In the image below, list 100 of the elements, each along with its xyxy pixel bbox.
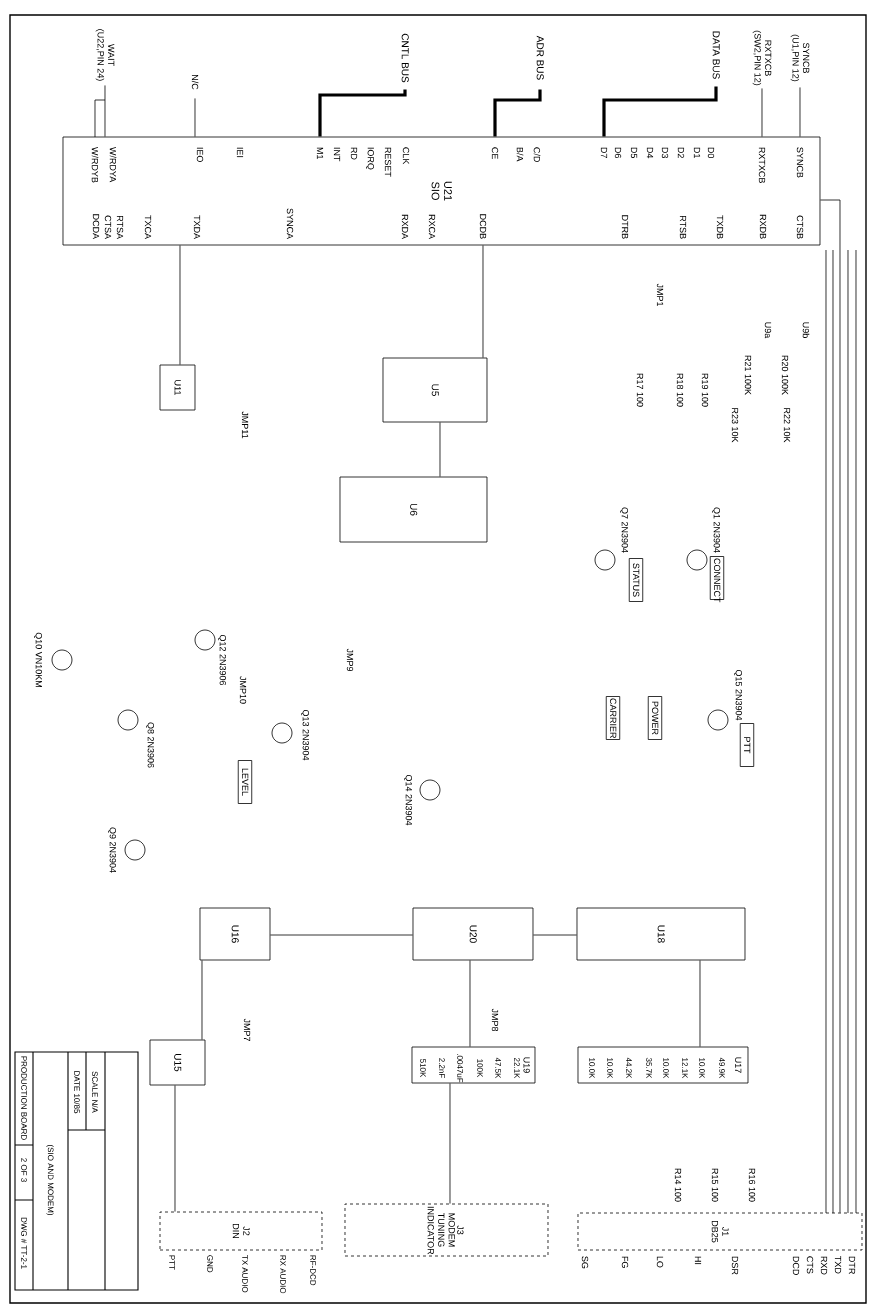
pin-label: RTSB — [679, 216, 687, 239]
resistor-label: R19 100 — [701, 373, 709, 407]
resistor-value: 10.0K — [663, 1058, 669, 1079]
resistor-label: R23 10K — [731, 408, 739, 443]
wire — [820, 199, 841, 1213]
resistor-network: U15 — [149, 1039, 206, 1086]
bus-line — [318, 89, 407, 137]
wire — [482, 245, 484, 358]
signal-label: WAIT (U22,PIN 24) — [95, 29, 115, 81]
wire — [799, 87, 801, 137]
component-value: .0047uF — [457, 1054, 463, 1083]
pin-label: RXDB — [759, 214, 767, 239]
pin-label: M1 — [316, 147, 324, 159]
resistor-label: R17 100 — [636, 373, 644, 407]
pin-label: D4 — [646, 147, 654, 159]
connector-block: J1 DB25 — [577, 1212, 863, 1251]
pin-label: D1 — [693, 147, 701, 158]
pin-label: D7 — [600, 147, 608, 158]
transistor-label: Q14 2N3904 — [404, 774, 412, 826]
bus-line — [602, 86, 718, 137]
resistor-value: 10.0K — [589, 1058, 595, 1079]
pin-label: TXCA — [144, 215, 152, 240]
title-block-text: (SIO AND MODEM) — [46, 1144, 54, 1216]
ic-package: U18 — [576, 907, 746, 961]
pin-label: RTSA — [116, 216, 124, 240]
title-block-text: DATE 10/85 — [74, 1071, 80, 1114]
pin-label: RD — [350, 147, 358, 160]
pin-label: DCDA — [92, 214, 100, 240]
pin-label: DCDB — [479, 214, 487, 239]
jumper-label: JMP8 — [491, 1008, 499, 1032]
resistor-label: R22 10K — [783, 408, 791, 443]
pin-label: SYNCA — [286, 208, 294, 240]
indicator-tag: CARRIER — [605, 696, 621, 740]
pin-label: SYNCB — [796, 147, 804, 178]
pin-label: IEO — [196, 147, 204, 162]
resistor-label: R16 100 — [748, 1168, 756, 1202]
component-value: 47.5K — [495, 1057, 501, 1079]
wire — [449, 1083, 451, 1204]
pin-label: C/D — [533, 147, 541, 162]
pin-label: D6 — [614, 147, 622, 158]
ic-package: U16 — [199, 907, 271, 961]
bus-label: DATA BUS — [712, 31, 720, 79]
pin-label: INT — [333, 147, 341, 162]
transistor-label: Q7 2N3904 — [620, 507, 628, 553]
transistor-label: Q13 2N3904 — [301, 709, 309, 761]
pin-label: D5 — [630, 147, 638, 159]
indicator-tag: POWER — [647, 696, 663, 740]
pin-label: DTRB — [621, 215, 629, 239]
jumper-label: JMP9 — [346, 648, 354, 672]
signal-label: N/C — [191, 75, 199, 90]
pin-label: CTSA — [104, 215, 112, 240]
transistor-label: Q10 VN10KM — [34, 632, 42, 687]
pin-label: TXDB — [716, 215, 724, 239]
jumper-label: JMP7 — [243, 1018, 251, 1042]
resistor-value: 10.0K — [607, 1058, 613, 1079]
signal-label: RXTXCB (SW2,PIN 12) — [752, 30, 772, 86]
pin-label: D3 — [661, 147, 669, 158]
wire — [174, 1085, 176, 1212]
resistor-value: 12.1K — [682, 1058, 688, 1079]
pin-label: D0 — [707, 147, 715, 159]
signal-label: SYNCB (U1,PIN 12) — [790, 34, 810, 82]
indicator-tag: STATUS — [628, 558, 644, 602]
ic-package: U20 — [412, 907, 534, 961]
wire — [194, 98, 196, 137]
pin-label: W/RDYA — [109, 146, 117, 183]
resistor-value: 44.2K — [626, 1057, 632, 1079]
pin-label: RXCA — [428, 214, 436, 240]
transistor-label: Q9 2N3904 — [108, 827, 116, 873]
resistor-value: 49.9K — [719, 1057, 725, 1079]
resistor-value: 10.0K — [699, 1058, 705, 1079]
pin-label: CLK — [402, 147, 410, 165]
indicator-tag: LEVEL — [237, 760, 253, 804]
pin-label: D2 — [677, 147, 685, 158]
connector-block: J2 DIN — [159, 1211, 323, 1251]
component-value: 100K — [477, 1059, 483, 1078]
wire — [761, 88, 763, 137]
gate-label: U9b — [802, 322, 810, 338]
title-block-text: DWG # TT-2-1 — [21, 1217, 27, 1269]
component-value: 2.2nF — [439, 1058, 445, 1078]
transistor-label: Q12 2N3906 — [218, 634, 226, 686]
wire — [179, 245, 181, 365]
wire — [201, 960, 203, 1040]
wire — [533, 934, 577, 936]
resistor-value: 35.7K — [646, 1057, 652, 1079]
pin-label: RXDA — [401, 214, 409, 240]
pin-label: CE — [491, 147, 499, 159]
resistor-label: R21 100K — [744, 355, 752, 395]
bus-line — [493, 89, 542, 137]
jumper-label: JMP10 — [239, 676, 247, 704]
pin-label: W/RDYB — [91, 146, 99, 183]
wire — [699, 960, 701, 1047]
resistor-label: R15 100 — [711, 1168, 719, 1202]
title-block-text: PRODUCTION BOARD — [21, 1056, 27, 1140]
bus-label: ADR BUS — [536, 35, 544, 80]
pin-label: RESET — [384, 147, 392, 177]
wire — [270, 934, 413, 936]
component-value: 510K — [420, 1059, 426, 1078]
pin-label: IORQ — [366, 147, 374, 170]
transistor-label: Q15 2N3904 — [734, 669, 742, 721]
pin-label: IEI — [236, 147, 244, 158]
